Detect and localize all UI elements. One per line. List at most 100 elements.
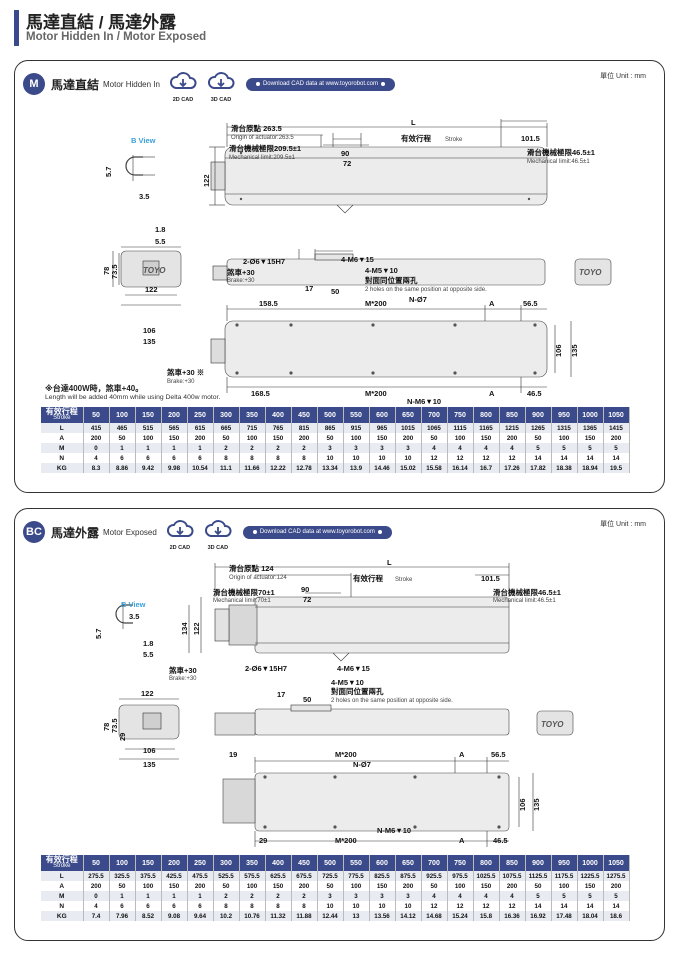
opposite-holes: 對面同位置兩孔 [331, 686, 384, 696]
dim-29-bottom: 29 [259, 836, 267, 845]
table-cell: 2 [213, 443, 240, 453]
hole-4-m6: 4-M6▼15 [337, 664, 370, 673]
download-cad-button[interactable]: Download CAD data at www.toyorobot.com [242, 525, 392, 539]
table-cell: 12.22 [265, 463, 292, 473]
stroke-header-value: 150 [135, 855, 162, 871]
table-cell: 10.54 [187, 463, 214, 473]
table-cell: 17.26 [499, 463, 526, 473]
table-cell: 14 [525, 453, 552, 463]
dim-A: A [489, 299, 495, 308]
table-cell: 625.5 [265, 871, 292, 881]
table-cell: 6 [161, 901, 188, 911]
table-cell: 8 [291, 453, 318, 463]
stroke-header-value: 650 [395, 855, 422, 871]
table-cell: 100 [551, 433, 578, 443]
table-cell: 3 [369, 891, 396, 901]
table-cell: 665 [213, 423, 240, 433]
stroke-header-value: 1050 [603, 855, 630, 871]
page-subtitle: Motor Hidden In / Motor Exposed [26, 31, 207, 43]
cad-2d-link[interactable]: 2D CAD [163, 519, 195, 551]
dim-29: 29 [118, 733, 127, 741]
table-cell: 4 [473, 891, 500, 901]
unit-label: 單位 Unit : mm [600, 73, 646, 80]
table-cell: 725.5 [317, 871, 344, 881]
brand-logo-right: TOYO [579, 268, 602, 277]
model-badge: M [23, 73, 45, 95]
stroke-header-value: 550 [343, 855, 370, 871]
dim-135-vertical: 135 [532, 798, 541, 811]
stroke-header-value: 450 [291, 407, 318, 423]
dim-17: 17 [277, 690, 285, 699]
table-cell: 4 [499, 891, 526, 901]
model-badge: BC [23, 521, 45, 543]
cad-3d-link[interactable]: 3D CAD [204, 71, 236, 103]
table-cell: 815 [291, 423, 318, 433]
download-cad-button[interactable]: Download CAD data at www.toyorobot.com [245, 77, 395, 91]
dim-168-5: 168.5 [251, 389, 270, 398]
table-cell: 5 [525, 891, 552, 901]
brake-label: 煞車+30 [227, 267, 255, 277]
table-cell: 925.5 [421, 871, 448, 881]
table-cell: 7.4 [83, 911, 110, 921]
unit-label: 單位 Unit : mm [600, 521, 646, 528]
cad-3d-label: 3D CAD [210, 97, 232, 103]
table-cell: 15.24 [447, 911, 474, 921]
table-cell: 4 [499, 443, 526, 453]
dim-56-5: 56.5 [491, 750, 506, 759]
table-cell: 3 [317, 443, 344, 453]
table-cell: 12 [447, 453, 474, 463]
table-cell: 14 [551, 453, 578, 463]
table-cell: 10.76 [239, 911, 266, 921]
table-cell: 5 [577, 891, 604, 901]
table-cell: 675.5 [291, 871, 318, 881]
table-cell: 200 [83, 433, 110, 443]
dim-135-vertical: 135 [570, 344, 579, 357]
stroke-header-value: 700 [421, 407, 448, 423]
cad-3d-link[interactable]: 3D CAD [201, 519, 233, 551]
table-cell: 150 [473, 433, 500, 443]
table-cell: 8 [239, 901, 266, 911]
table-cell: 5 [603, 443, 630, 453]
dim-A: A [459, 750, 465, 759]
table-cell: 1 [135, 891, 162, 901]
table-cell: 100 [239, 881, 266, 891]
origin-label-en: Origin of actuator:263.5 [231, 135, 294, 141]
stroke-label: 有效行程 [401, 133, 431, 143]
table-cell: 1 [187, 443, 214, 453]
table-cell: 14 [551, 901, 578, 911]
table-cell: 10 [317, 901, 344, 911]
stroke-header-label: 有效行程 [45, 855, 78, 864]
table-cell: 565 [161, 423, 188, 433]
brake2-label-en: Brake:+30 [167, 379, 195, 385]
cad-2d-link[interactable]: 2D CAD [166, 71, 198, 103]
table-cell: 50 [213, 433, 240, 443]
table-cell: 14.46 [369, 463, 396, 473]
table-cell: 1315 [551, 423, 578, 433]
dim-90: 90 [341, 149, 349, 158]
brake-label: 煞車+30 [169, 665, 197, 675]
table-cell: 615 [187, 423, 214, 433]
table-cell: 18.04 [577, 911, 604, 921]
table-cell: 150 [161, 881, 188, 891]
hole-4-m6: 4-M6▼15 [341, 255, 374, 264]
dim-m200-bottom: M*200 [365, 389, 387, 398]
table-cell: 14 [603, 901, 630, 911]
table-cell: 8 [213, 453, 240, 463]
table-cell: 7.96 [109, 911, 136, 921]
mech-limit-left-en: Mechanical limit:70±1 [213, 598, 271, 604]
table-cell: 50 [421, 433, 448, 443]
panel-subtitle: Motor Hidden In [103, 79, 160, 89]
table-cell: 11.66 [239, 463, 266, 473]
table-cell: 14.12 [395, 911, 422, 921]
panel-heading: M 馬達直結 Motor Hidden In 2D CAD 3D CAD Dow… [23, 71, 395, 103]
dim-1-8: 1.8 [155, 225, 165, 234]
mech-limit-left: 滑台機械極限209.5±1 [229, 143, 301, 153]
table-cell: 6 [135, 453, 162, 463]
table-cell: 2 [265, 443, 292, 453]
origin-label: 滑台原點 263.5 [231, 123, 282, 133]
